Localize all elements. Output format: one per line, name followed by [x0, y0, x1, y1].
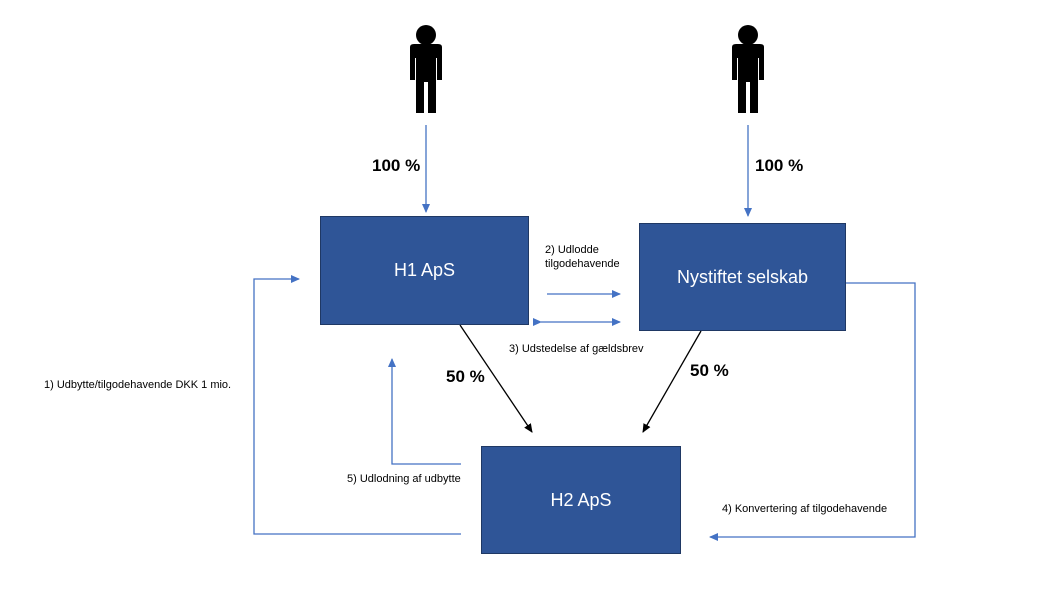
- arrow-step5-dividend-distribution: [388, 358, 461, 465]
- person-icon-owner-h1: [410, 25, 442, 113]
- step-label-2-line2: tilgodehavende: [545, 258, 620, 270]
- entity-h1-label: H1 ApS: [393, 260, 456, 280]
- entity-new-company-label: Nystiftet selskab: [676, 266, 809, 287]
- arrow-step1-dividend-receivable: [253, 275, 461, 535]
- entity-new-company: Nystiftet selskab: [639, 223, 846, 331]
- arrow-step4-convert-receivable: [709, 282, 916, 541]
- person-icon-owner-new-company: [732, 25, 764, 113]
- ownership-pct-person2-new: 100 %: [755, 156, 804, 175]
- ownership-pct-person1-h1: 100 %: [372, 156, 421, 175]
- entity-h1-aps: H1 ApS: [320, 216, 529, 325]
- ownership-arrow-h1-h2: [459, 324, 533, 433]
- entity-h2-label: H2 ApS: [550, 489, 612, 510]
- step-label-4: 4) Konvertering af tilgodehavende: [722, 503, 888, 515]
- ownership-pct-new-h2: 50 %: [690, 361, 729, 380]
- entity-h2-aps: H2 ApS: [481, 446, 681, 554]
- step-label-2-line1: 2) Udlodde: [545, 244, 599, 256]
- ownership-arrow-new-h2: [642, 330, 702, 433]
- ownership-pct-h1-h2: 50 %: [446, 367, 485, 386]
- step-label-5: 5) Udlodning af udbytte: [347, 473, 461, 485]
- step-label-3: 3) Udstedelse af gældsbrev: [509, 343, 644, 355]
- step-label-1: 1) Udbytte/tilgodehavende DKK 1 mio.: [44, 379, 232, 391]
